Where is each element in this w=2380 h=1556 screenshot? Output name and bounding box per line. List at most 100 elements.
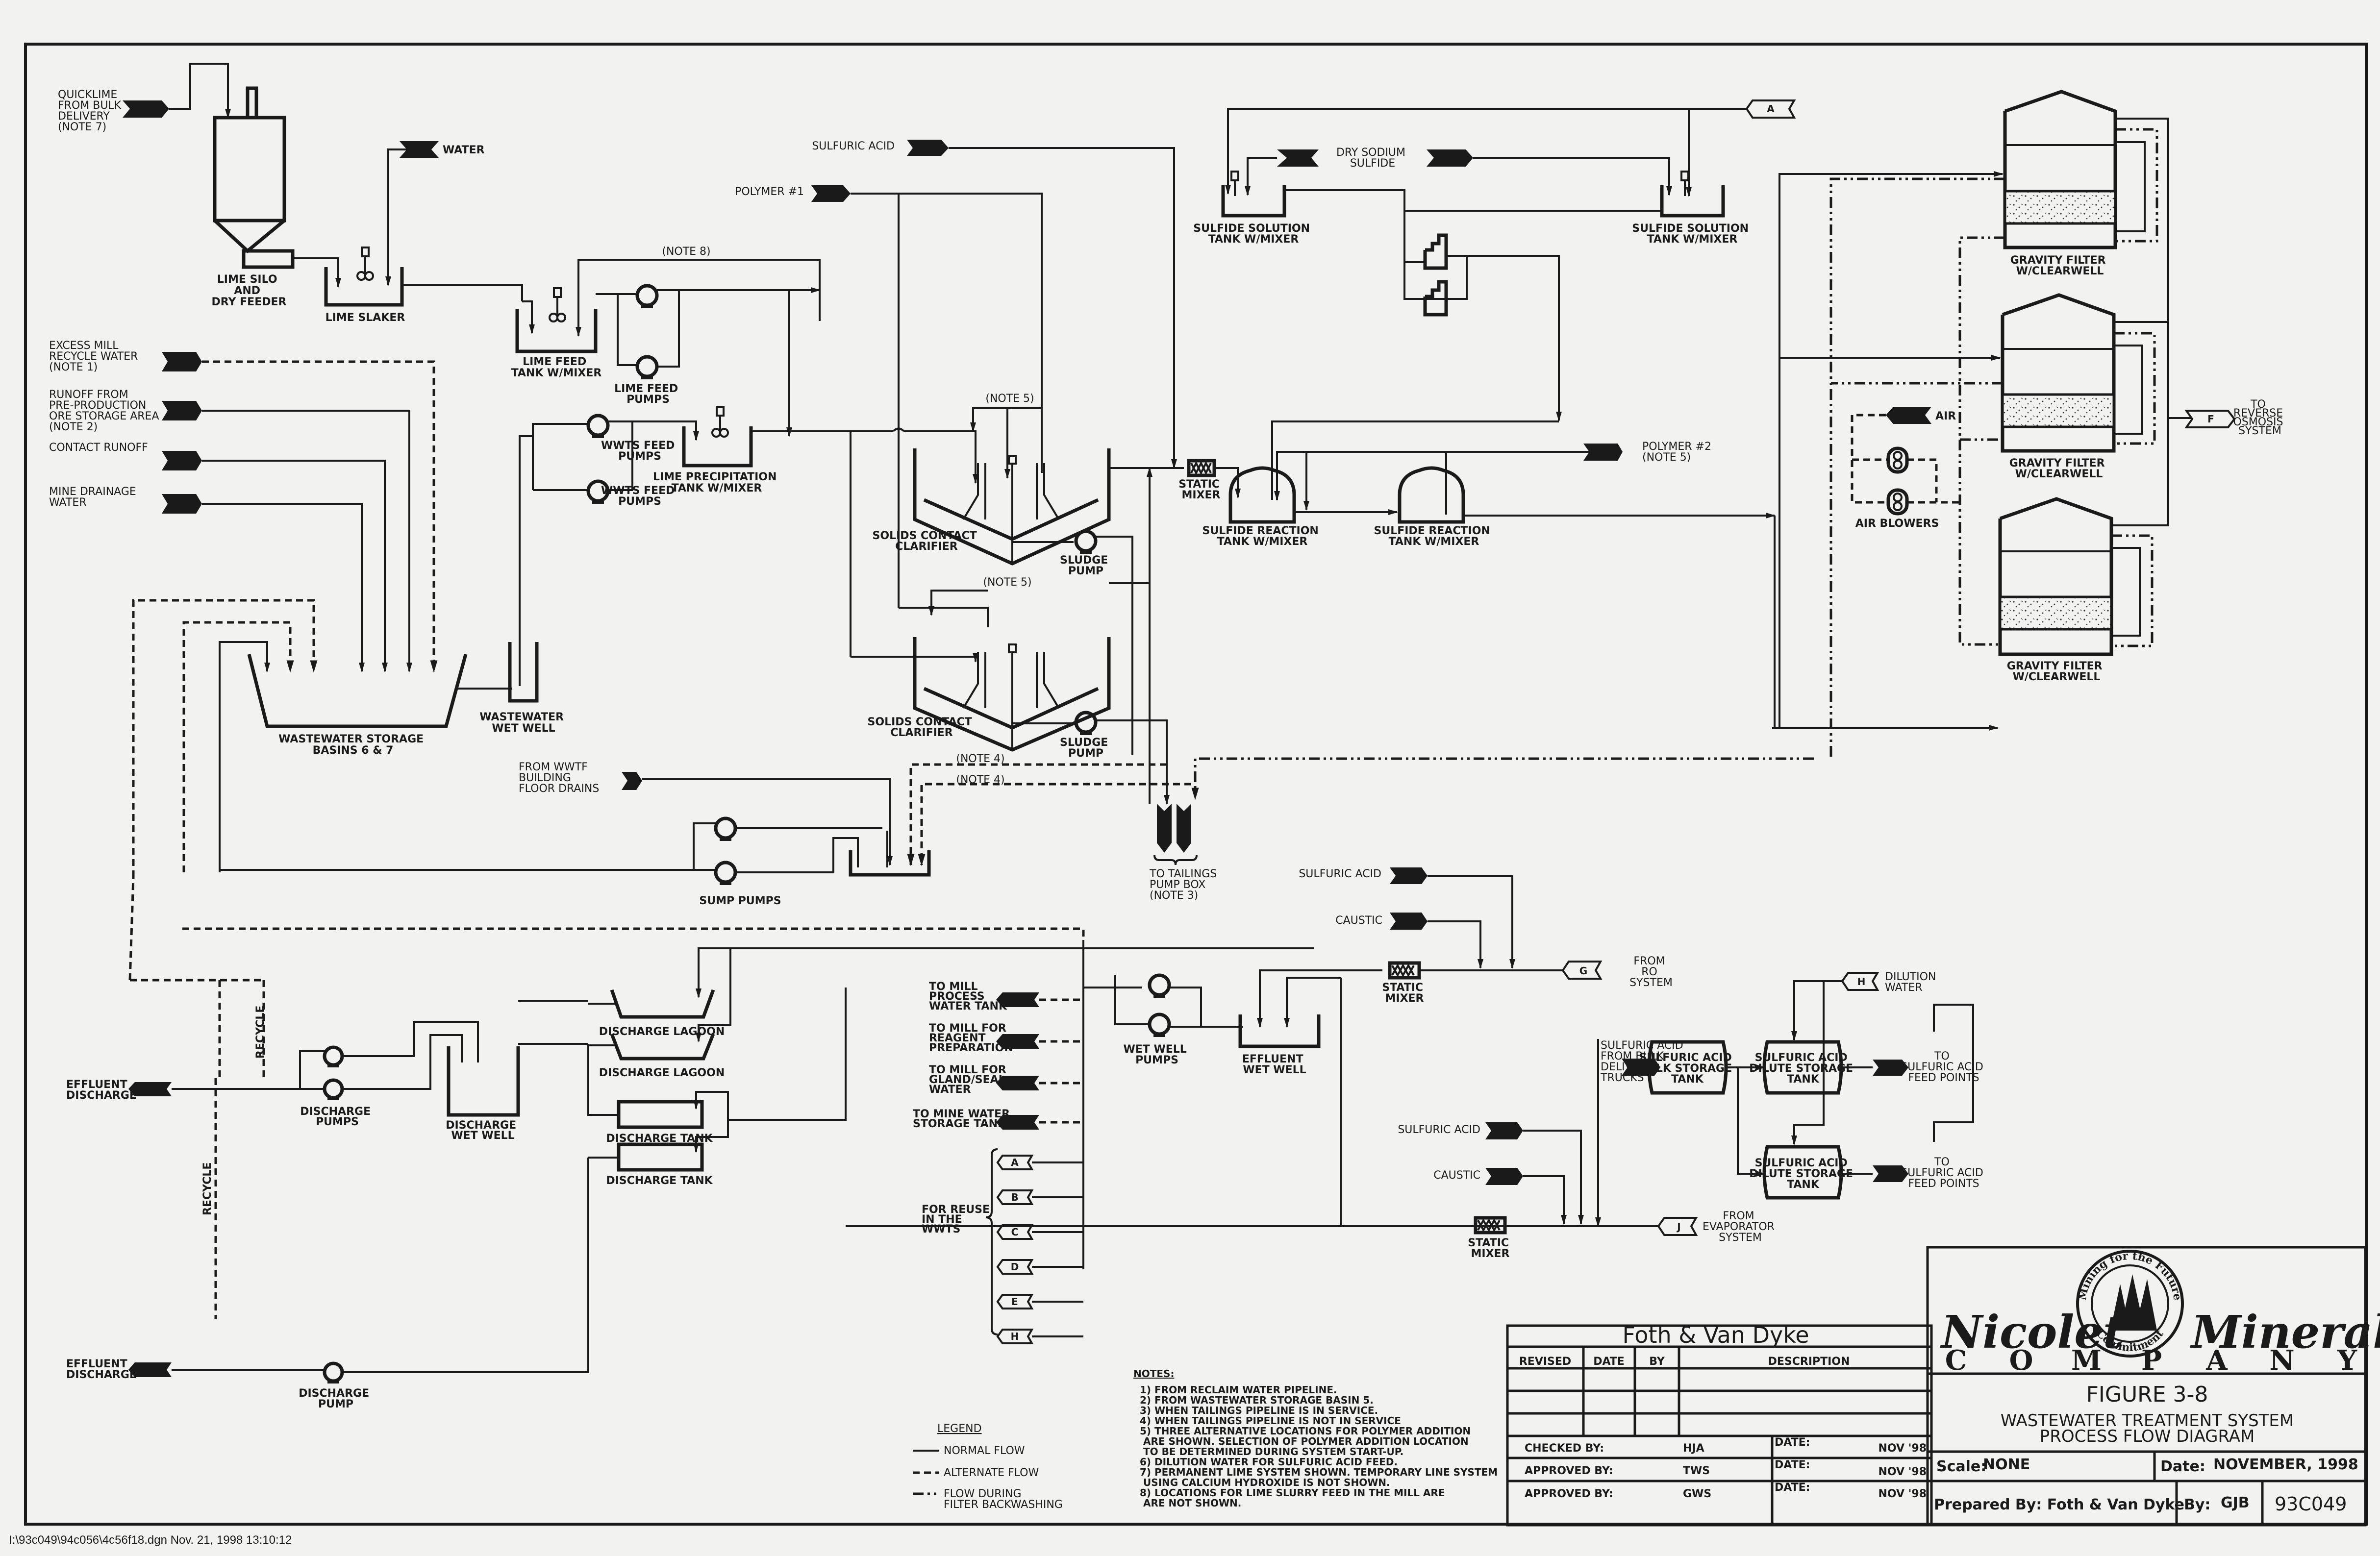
company-letter: N [2269,1344,2294,1377]
signoff-row: APPROVED BY: TWS DATE: NOV '98 [1525,1459,1927,1478]
lime-system: QUICKLIME FROM BULK DELIVERY (NOTE 7) LI… [58,63,523,324]
discharge-lagoon-1 [610,989,715,1019]
discharge-tank-2 [617,1142,704,1172]
connector-f [2184,410,2236,428]
rev-header-by: BY [1649,1356,1665,1368]
figure-subtitle-1: WASTEWATER TREATMENT SYSTEM [2001,1411,2294,1431]
dry-sulfide-tag-left [1277,149,1319,167]
discharge-tank-1 [617,1100,704,1129]
figure-number: FIGURE 3-8 [2086,1382,2208,1407]
clarifier-1: (NOTE 5) SOLIDS CONTACT CLARIFIER SLUDGE… [873,393,1184,804]
static-mixer-3 [1474,1216,1507,1235]
svg-text:APPROVED BY:: APPROVED BY: [1525,1488,1613,1500]
metering-pump-1 [1423,233,1448,270]
discharge-wet-well-label: DISCHARGE WET WELL [446,1119,520,1142]
sump [849,850,931,877]
rev-header-date: DATE [1593,1356,1625,1368]
water-label: WATER [443,144,485,156]
connector-j-label: J [1676,1221,1680,1233]
scale-label: Scale: [1936,1458,1986,1475]
lime-silo [213,116,286,222]
reuse-outputs: TO MILL PROCESS WATER TANK TO MILL FOR R… [913,940,1084,1344]
air-blowers-label: AIR BLOWERS [1855,518,1939,530]
quicklime-label: QUICKLIME FROM BULK DELIVERY (NOTE 7) [58,89,125,133]
svg-text:HJA: HJA [1683,1442,1704,1455]
water-input-tag [400,141,439,158]
gravity-filter-3: GRAVITY FILTER W/CLEARWELL [1998,497,2113,683]
notes-block: NOTES: 1) FROM RECLAIM WATER PIPELINE.2)… [1133,1368,1498,1509]
wwtf-drains-tag [622,772,642,790]
note-line: ARE SHOWN. SELECTION OF POLYMER ADDITION… [1140,1435,1469,1447]
note-line: 6) DILUTION WATER FOR SULFURIC ACID FEED… [1140,1456,1398,1468]
sulfide-reaction: STATIC MIXER SULFIDE REACTION TANK W/MIX… [1178,441,1776,548]
discharge-pump-b [323,1078,344,1100]
to-mine-water-tag [996,1115,1039,1130]
company-letter: P [2141,1344,2162,1377]
sulfide-solution-tank-2-label: SULFIDE SOLUTION TANK W/MIXER [1632,222,1753,246]
mixer-icon [711,406,729,438]
sulfuric-acid-3-tag [1485,1122,1523,1139]
note-line: 2) FROM WASTEWATER STORAGE BASIN 5. [1140,1394,1374,1406]
company-letter: C [1945,1344,1967,1377]
signoff-row: APPROVED BY: GWS DATE: NOV '98 [1525,1482,1927,1500]
wastewater-storage-basin [247,654,468,728]
connector-a-label: A [1767,103,1775,115]
mixer-icon [1230,171,1239,196]
discharge-pumps-label: DISCHARGE PUMPS [300,1106,375,1128]
sulfide-reaction-tank-1 [1228,466,1296,524]
gravity-filter-1-label: GRAVITY FILTER W/CLEARWELL [2010,254,2110,277]
acid-polymer-feeds: SULFURIC ACID POLYMER #1 [735,140,1177,608]
discharge-lagoon-1-label: DISCHARGE LAGOON [599,1026,725,1038]
sulfide-solution-tank-2 [1660,185,1725,218]
air-blower-1 [1886,446,1909,474]
excess-mill-label: EXCESS MILL RECYCLE WATER (NOTE 1) [49,340,141,373]
wwts-feed-pumps-1-label: WWTS FEED PUMPS [601,440,678,463]
to-mill-reagent-tag [996,1034,1039,1049]
lime-feed-tank-label: LIME FEED TANK W/MIXER [511,356,602,379]
discharge-system: EFFLUENT DISCHARGE DISCHARGE PUMPS DISCH… [66,947,1314,1410]
dry-sulfide-tag-right [1427,149,1473,167]
reuse-connector-h [996,1329,1034,1344]
svg-text:DATE:: DATE: [1775,1459,1810,1471]
excess-mill-tag [162,352,202,371]
note5-annotation-1: (NOTE 5) [985,393,1034,405]
lime-feed-system: LIME FEED TANK W/MIXER (NOTE 8) LIME FEE… [511,246,821,437]
sump-system: FROM WWTF BUILDING FLOOR DRAINS (NOTE 4)… [219,753,1191,907]
svg-text:NOV '98: NOV '98 [1878,1442,1927,1455]
from-ro-label: FROM RO SYSTEM [1629,955,1673,989]
discharge-pump-label: DISCHARGE PUMP [299,1387,373,1410]
bulk-storage-tank [1647,1040,1728,1095]
tailings-arrow-1 [1157,804,1172,853]
to-mill-gland-tag [996,1076,1039,1090]
sludge-pump-1-label: SLUDGE PUMP [1060,554,1112,577]
sulfuric-acid-3-label: SULFURIC ACID [1398,1124,1480,1136]
reuse-connector-label: B [1011,1191,1018,1203]
mixer-icon [1680,171,1689,196]
tailings-outlets: TO TAILINGS PUMP BOX (NOTE 3) [1149,757,1814,902]
discharge-lagoon-2 [610,1033,715,1061]
lime-feed-tank [515,309,598,353]
svg-text:CHECKED BY:: CHECKED BY: [1525,1442,1604,1455]
discharge-lagoon-2-label: DISCHARGE LAGOON [599,1067,725,1079]
rev-header-description: DESCRIPTION [1768,1356,1850,1368]
note-line: 8) LOCATIONS FOR LIME SLURRY FEED IN THE… [1140,1487,1445,1499]
sulfide-system: A DRY SODIUM SULFIDE SULFIDE SOLUTION TA… [1193,99,1796,500]
title-block: Nicolet Minerals Mining for the Future C… [1926,1246,2380,1527]
svg-text:NOV '98: NOV '98 [1878,1466,1927,1478]
reuse-connector-label: H [1011,1331,1019,1342]
runoff-preprod-label: RUNOFF FROM PRE-PRODUCTION ORE STORAGE A… [49,389,163,433]
by-label: By: [2184,1496,2210,1513]
note-line: 7) PERMANENT LIME SYSTEM SHOWN. TEMPORAR… [1140,1466,1498,1478]
reuse-connector-label: D [1011,1261,1019,1273]
left-inputs: EXCESS MILL RECYCLE WATER (NOTE 1) RUNOF… [49,340,438,673]
date-value: NOVEMBER, 1998 [2213,1456,2358,1473]
caustic-2-label: CAUSTIC [1433,1169,1480,1182]
air-input-tag [1886,407,1931,424]
reuse-connector-label: E [1011,1296,1018,1308]
recycle-label-1: RECYCLE [254,1006,267,1059]
effluent-discharge-2-label: EFFLUENT DISCHARGE [66,1358,137,1381]
gravity-filters: GRAVITY FILTER W/CLEARWELL GRAVITY FILTE… [1772,90,2283,759]
wet-well-pumps-label: WET WELL PUMPS [1124,1043,1191,1066]
contact-runoff-label: CONTACT RUNOFF [49,442,148,454]
